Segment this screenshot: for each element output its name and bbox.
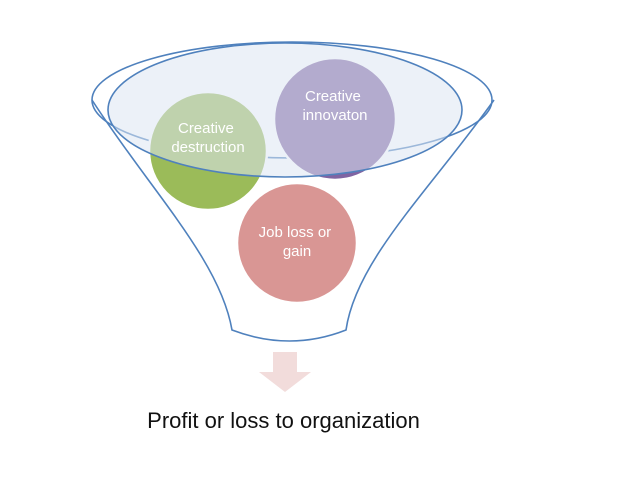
node-label-line: innovaton	[302, 107, 367, 124]
node-label-creative-destruction: Creative destruction	[171, 120, 244, 156]
funnel-body	[91, 99, 495, 342]
node-label-line: Creative	[178, 120, 234, 137]
node-label-line: Creative	[305, 88, 361, 105]
node-label-creative-innovation: Creative innovaton	[302, 88, 367, 124]
node-circle-job-loss-or-gain	[235, 181, 359, 305]
node-label-line: gain	[283, 243, 311, 260]
funnel-inner-rim	[107, 42, 463, 178]
node-label-job-loss-or-gain: Job loss or gain	[259, 224, 336, 260]
down-arrow-icon	[259, 352, 311, 392]
outcome-label: Profit or loss to organization	[147, 408, 420, 433]
node-label-line: Job loss or	[259, 224, 332, 241]
node-label-line: destruction	[171, 139, 244, 156]
